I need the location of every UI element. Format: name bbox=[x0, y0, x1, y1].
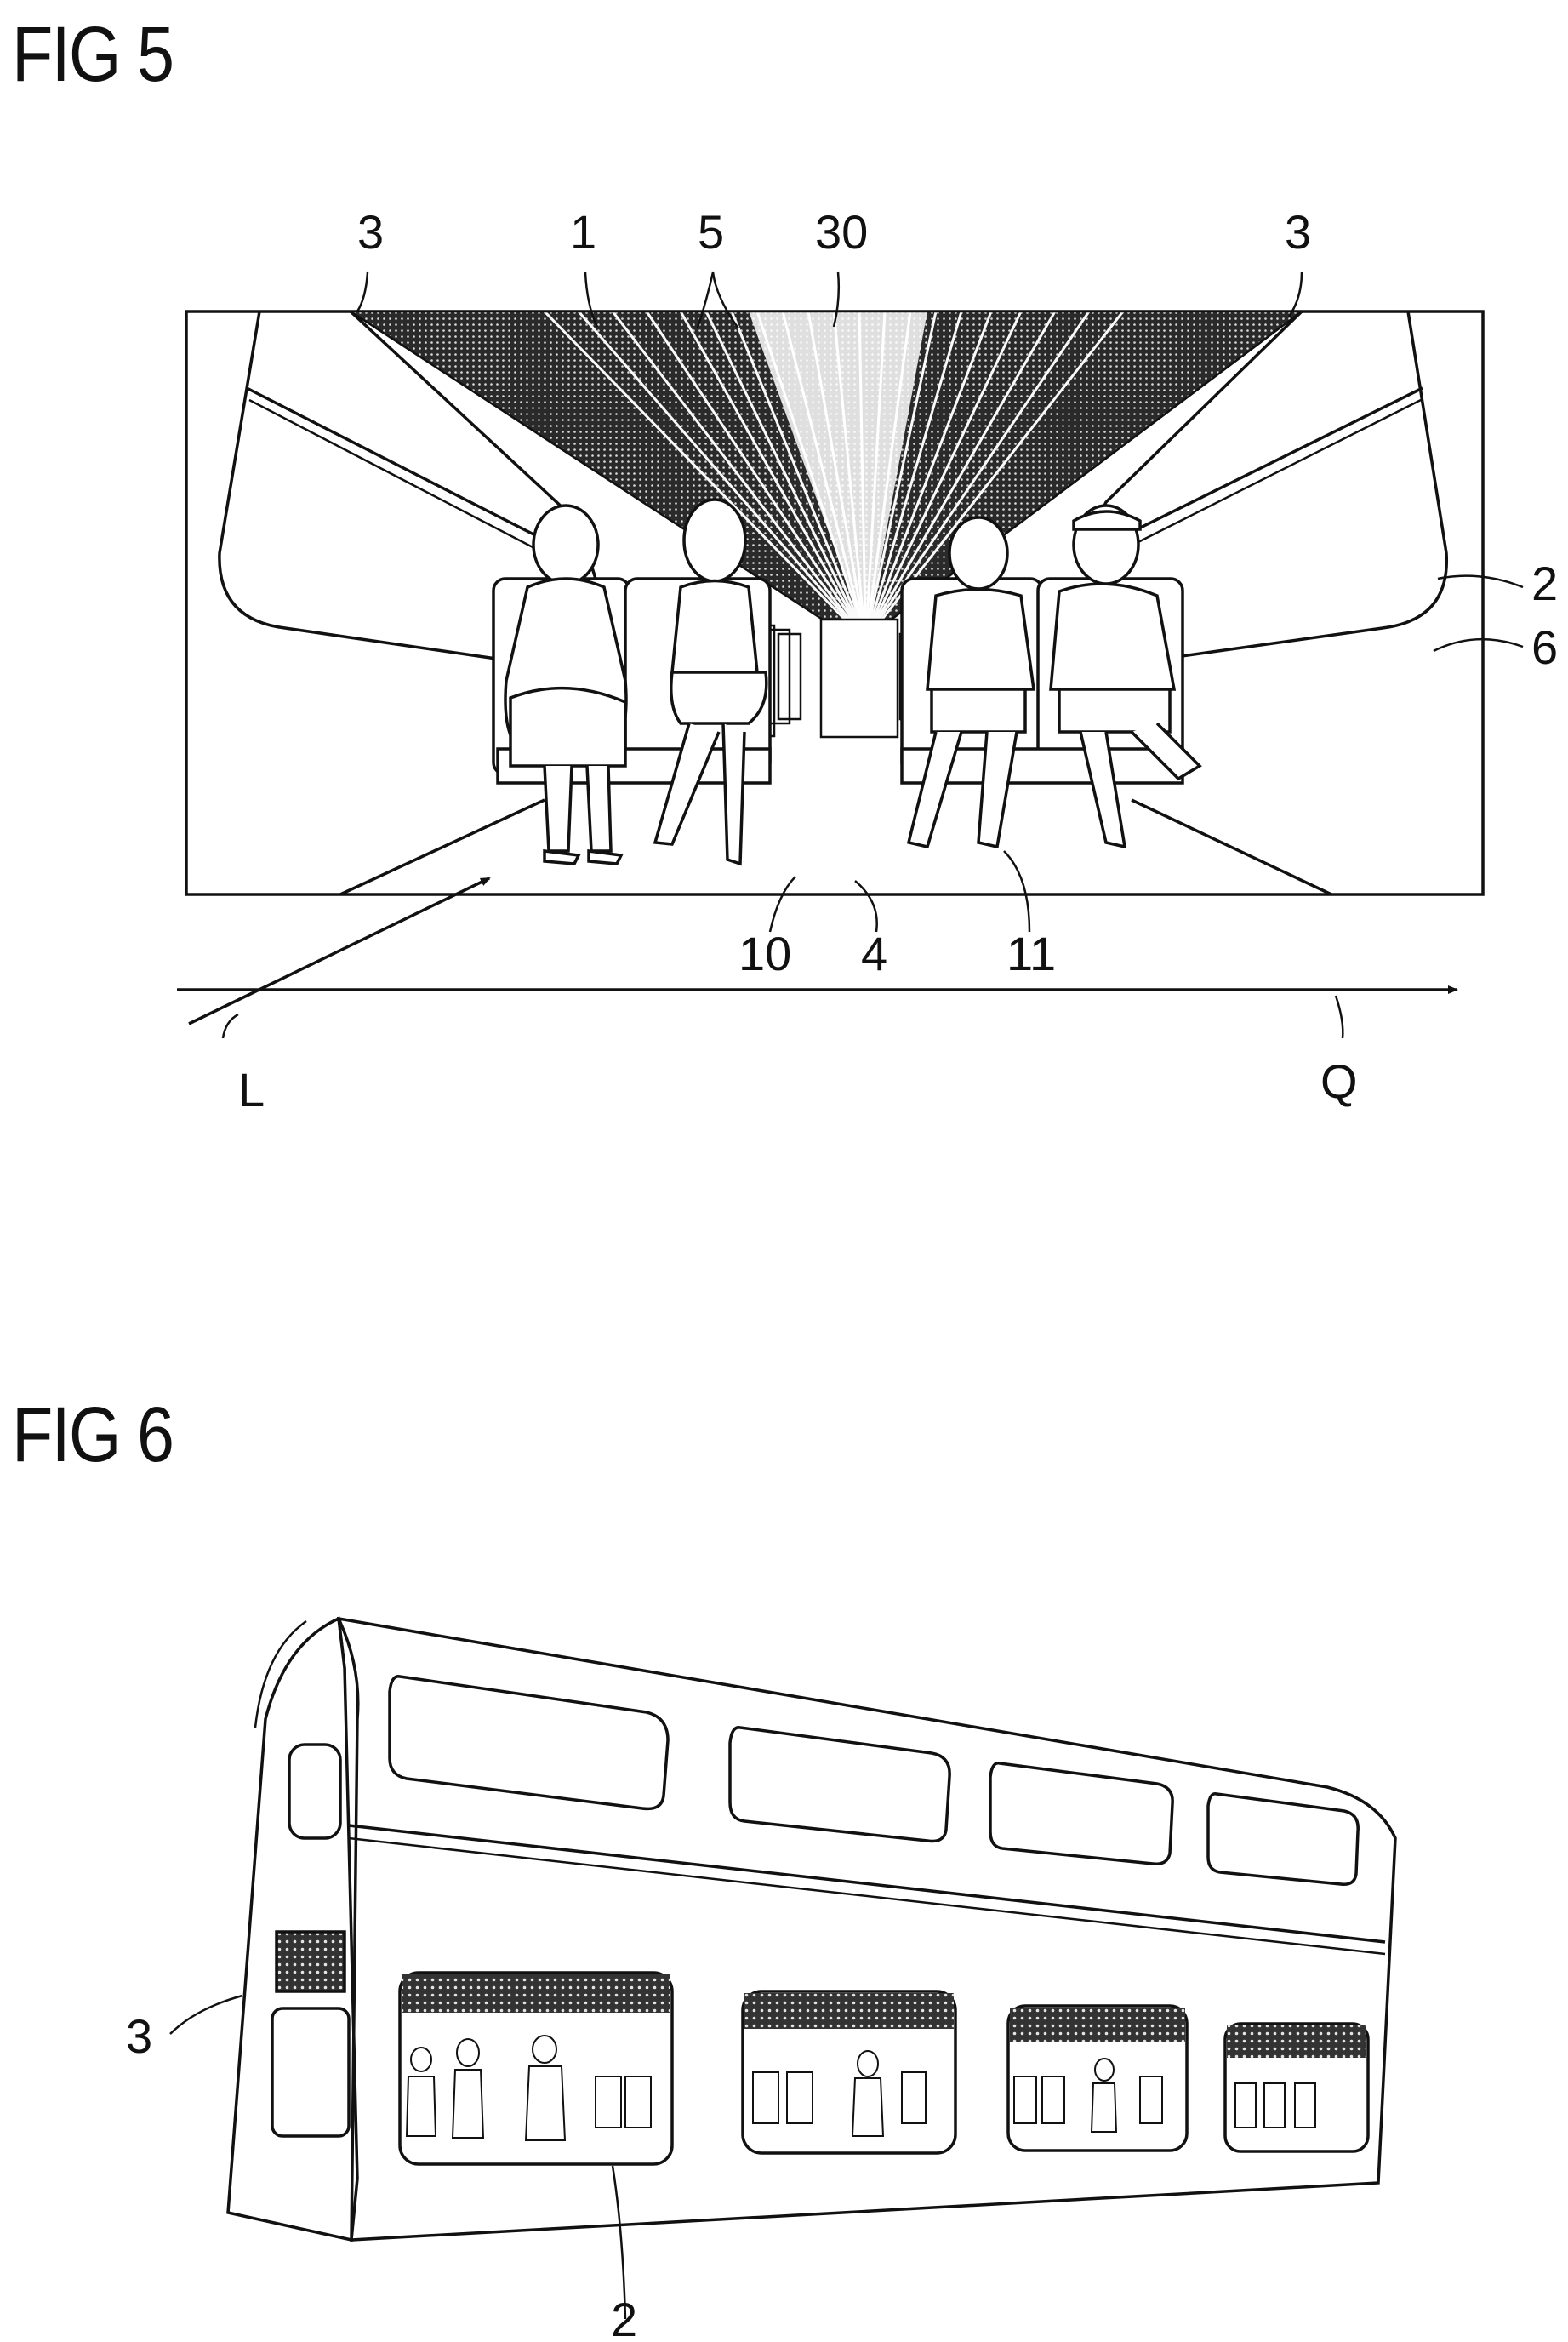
fig6-double-decker-car bbox=[228, 1619, 1395, 2240]
fig5-train-interior bbox=[186, 311, 1483, 894]
left-floor-edge bbox=[340, 800, 545, 894]
right-floor-edge bbox=[1132, 800, 1331, 894]
ref-2: 2 bbox=[1531, 557, 1558, 610]
right-luggage-rack-line-2 bbox=[1113, 400, 1421, 555]
lower-window-3 bbox=[1008, 2006, 1187, 2151]
ref-6: 6 bbox=[1531, 620, 1558, 674]
ref-30: 30 bbox=[815, 205, 868, 259]
ref-4: 4 bbox=[861, 927, 887, 980]
lower-window-1 bbox=[400, 1973, 672, 2164]
axis-L-arrow bbox=[189, 878, 489, 1024]
lower-window-2 bbox=[743, 1991, 955, 2153]
car-end-face bbox=[228, 1619, 357, 2240]
ref-11: 11 bbox=[1006, 927, 1056, 980]
ref-3-right: 3 bbox=[1285, 205, 1311, 259]
ref-1: 1 bbox=[570, 205, 596, 259]
ref-10: 10 bbox=[738, 927, 791, 980]
axis-L-label: L bbox=[238, 1063, 265, 1117]
ref-3-left: 3 bbox=[357, 205, 384, 259]
axis-Q-label: Q bbox=[1320, 1054, 1358, 1108]
lower-window-4 bbox=[1225, 2024, 1368, 2151]
fig6-ref-2: 2 bbox=[611, 2293, 637, 2342]
end-light-band bbox=[277, 1932, 345, 1991]
ref-5: 5 bbox=[698, 205, 724, 259]
fig6-ref-3: 3 bbox=[126, 2009, 152, 2063]
far-end-door bbox=[821, 620, 898, 737]
